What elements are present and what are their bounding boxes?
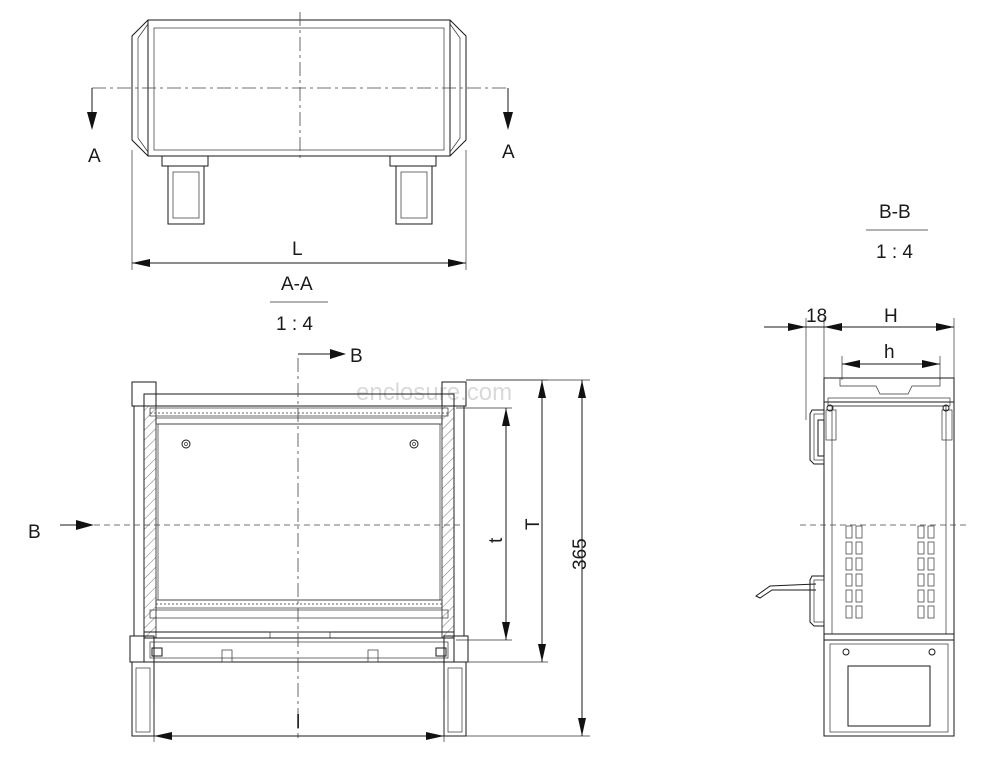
dimension-l: l: [296, 712, 300, 733]
section-marker-b-top: B: [350, 346, 363, 367]
section-aa-scale: 1 : 4: [276, 314, 313, 335]
section-marker-a-left: A: [88, 146, 101, 167]
dimension-18: 18: [806, 306, 827, 327]
dimension-L: L: [292, 239, 303, 260]
section-marker-a-right: A: [502, 142, 515, 163]
section-aa-view: B B t T 365 l: [28, 346, 591, 742]
watermark: enclosure.com: [356, 379, 512, 406]
section-bb-title: B-B: [879, 202, 911, 223]
top-view-foot-left: [161, 155, 209, 225]
section-marker-b-left: B: [28, 522, 41, 543]
section-bb-view: 18 H h: [755, 306, 966, 737]
top-view: A A L: [87, 12, 515, 270]
top-view-foot-right: [389, 155, 437, 225]
section-bb-scale: 1 : 4: [876, 242, 913, 263]
dimension-t: t: [486, 537, 507, 543]
dimension-T: T: [523, 518, 544, 530]
section-aa-title: A-A: [281, 274, 313, 295]
dimension-H: H: [884, 306, 898, 327]
ventilation-slots: [845, 525, 935, 619]
dimension-365: 365: [570, 538, 591, 570]
dimension-h: h: [884, 342, 895, 363]
